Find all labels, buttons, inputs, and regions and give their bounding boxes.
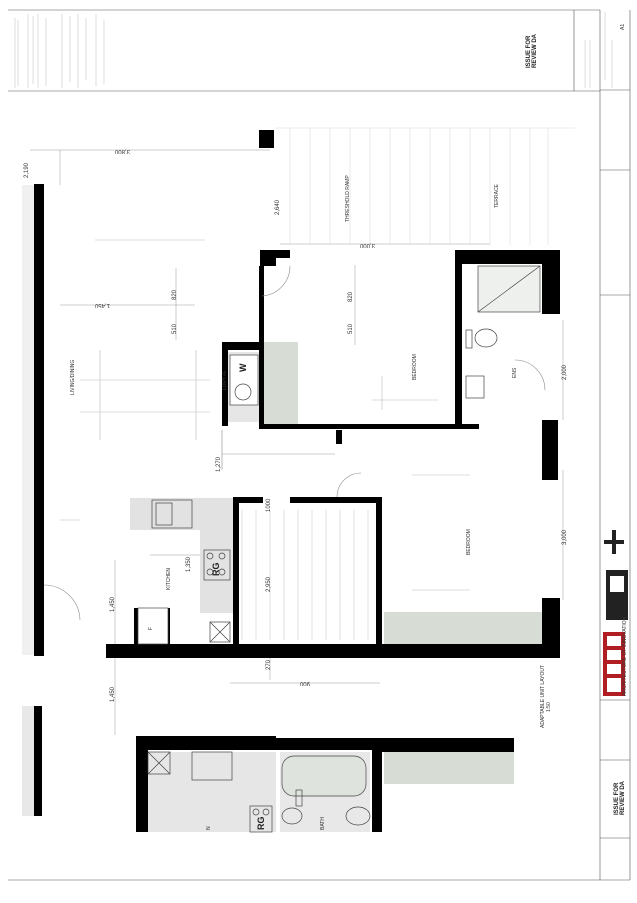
washer-label: W <box>238 363 248 373</box>
dim-2640: 2,640 <box>275 199 281 215</box>
room-kitchen: KITCHEN <box>166 568 172 590</box>
dim-3000: 3,000 <box>359 242 375 248</box>
dim-510a: 510 <box>172 323 178 334</box>
dim-1450b: 1,450 <box>110 596 116 612</box>
room-terrace: TERRACE <box>494 184 500 208</box>
room-bath: BATH <box>320 817 326 830</box>
range-label: RG <box>211 562 221 577</box>
dimension-lines <box>30 149 564 746</box>
fixtures <box>137 265 541 833</box>
sheet-number: A1 <box>620 23 626 30</box>
fridge-label: F <box>148 626 154 630</box>
dim-3000b: 3,000 <box>562 529 568 545</box>
dim-1450c: 1,450 <box>110 686 116 702</box>
walls <box>34 130 560 832</box>
room-living-dining: LIVING/DINING <box>70 359 76 395</box>
dim-820: 820 <box>172 289 178 300</box>
dim-1450: 1,450 <box>94 302 110 308</box>
dim-270: 270 <box>266 659 272 670</box>
dim-900: 900 <box>299 680 310 686</box>
general-notes <box>14 12 613 88</box>
door-swings <box>43 265 546 621</box>
room-laundry: LDRY+E <box>222 370 228 390</box>
dim-1000: 1000 <box>266 498 272 512</box>
firm-logo <box>603 530 628 696</box>
room-kitchen-2: N <box>206 826 212 830</box>
firm-caption: ARCHITECTURE OF INNOVATION <box>622 616 628 696</box>
room-ensuite: ENS <box>512 367 518 378</box>
dim-2000: 2,000 <box>562 364 568 380</box>
wardrobe-shelving <box>241 510 369 640</box>
room-threshold-ramp: THRESHOLD RAMP <box>345 175 351 222</box>
dim-2950: 2,950 <box>266 576 272 592</box>
issue-stamp-bottom: ISSUE FOR REVIEW DA <box>614 780 626 815</box>
range-label-2: RG <box>256 816 266 831</box>
floor-finishes <box>22 185 542 832</box>
dim-1270: 1,270 <box>216 456 222 472</box>
furniture <box>60 239 470 591</box>
dim-820b: 820 <box>348 291 354 302</box>
room-bedroom-1: BEDROOM <box>412 354 418 380</box>
dim-3800: 3,800 <box>114 148 130 154</box>
dim-1350: 1,350 <box>186 556 192 572</box>
dim-2190: 2,190 <box>24 162 30 178</box>
sheet-frame <box>8 9 631 881</box>
drawing-title: ADAPTABLE UNIT LAYOUT <box>540 664 546 728</box>
drawing-scale: 1:50 <box>546 702 552 712</box>
terrace-paving <box>275 127 575 245</box>
room-bedroom-2: BEDROOM <box>466 529 472 555</box>
dim-510b: 510 <box>348 323 354 334</box>
issue-stamp: ISSUE FOR REVIEW DA <box>526 33 538 68</box>
